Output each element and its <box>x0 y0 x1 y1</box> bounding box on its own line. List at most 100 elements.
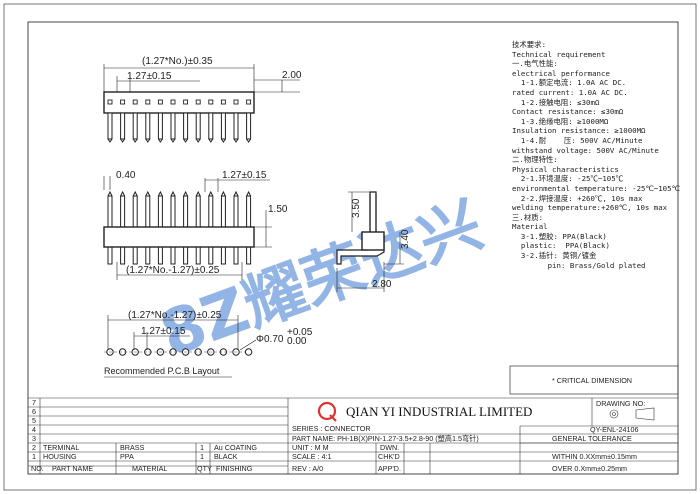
pcb-hole-label: Φ0.70 <box>256 334 284 345</box>
company-logo <box>317 401 337 422</box>
parts-cell-finish: BLACK <box>214 452 238 461</box>
tech-line: 2-1.环境温度: -25℃~105℃ <box>512 174 624 184</box>
parts-cell-part: TERMINAL <box>43 443 79 452</box>
title-block <box>28 397 678 474</box>
unit: UNIT : M M <box>292 443 329 452</box>
side-view-housing <box>361 231 385 251</box>
parts-cell-no: 6 <box>32 407 36 416</box>
front-span-label: (1.27*No.-1.27)±0.25 <box>126 265 220 276</box>
top-pin-square <box>157 99 163 105</box>
top-pin <box>195 112 201 140</box>
front-pin-tip <box>220 190 226 197</box>
top-pin-square <box>246 99 252 105</box>
parts-cell-no: 2 <box>32 443 36 452</box>
top-pin-tip <box>145 138 151 143</box>
front-view-housing <box>103 226 255 248</box>
top-pin-tip <box>195 138 201 143</box>
tech-line: Technical requirement <box>512 49 606 59</box>
tech-line: Contact resistance: ≤30mΩ <box>512 107 624 117</box>
front-pin-tip <box>107 190 113 197</box>
top-pin-tip <box>157 138 163 143</box>
top-width-label: (1.27*No.)±0.35 <box>142 56 213 67</box>
parts-cell-no: 5 <box>32 416 36 425</box>
front-pin-tip <box>233 190 239 197</box>
parts-cell-part: HOUSING <box>43 452 77 461</box>
pcb-span-label: (1.27*No.-1.27)±0.25 <box>128 310 222 321</box>
top-pin <box>233 112 239 140</box>
top-pin <box>107 112 113 140</box>
header-no: NO. <box>31 464 44 473</box>
header-qty: QTY <box>197 464 212 473</box>
top-pin <box>170 112 176 140</box>
tech-line: 三.材质: <box>512 212 544 222</box>
outer-frame <box>3 3 697 491</box>
front-body-label: 1.50 <box>268 204 288 215</box>
company-name: QIAN YI INDUSTRIAL LIMITED <box>346 404 532 419</box>
front-pin-tip <box>145 190 151 197</box>
top-pin-square <box>120 99 126 105</box>
front-pin-tip <box>246 190 252 197</box>
tech-line: 技术要求: <box>512 40 547 49</box>
parts-cell-no: 1 <box>32 452 36 461</box>
appd-label: APP'D. <box>378 464 401 473</box>
rev: REV : A/0 <box>292 464 323 473</box>
tolerance-within: WITHIN 0.XXmm±0.15mm <box>552 452 637 461</box>
pcb-pitch-label: 1.27±0.15 <box>141 326 186 337</box>
drawing-no: QY-ENL-24106 <box>590 425 638 434</box>
top-pin <box>183 112 189 140</box>
header-material: MATERIAL <box>132 464 167 473</box>
front-pin-tip <box>208 190 214 197</box>
front-pin-tip <box>157 190 163 197</box>
scale: SCALE : 4:1 <box>292 452 332 461</box>
tech-line: 1-1.额定电流: 1.0A AC DC. <box>512 78 627 88</box>
top-pin-square <box>145 99 151 105</box>
top-pin-square <box>132 99 138 105</box>
top-view: (1.27*No.)±0.35 1.27±0.15 2.00 <box>103 56 302 143</box>
pcb-hole <box>244 348 253 356</box>
top-pin <box>220 112 226 140</box>
side-upper-label: 3.50 <box>351 198 362 218</box>
part-name: PART NAME: PH-1B(X)PIN-1.27-3.5+2.8-90 (… <box>292 434 479 443</box>
critical-box <box>509 365 679 395</box>
top-pin-square <box>107 99 113 105</box>
front-pin-width-label: 0.40 <box>116 170 136 181</box>
tolerance-over: OVER 0.Xmm±0.25mm <box>552 464 627 473</box>
tech-line: plastic: PPA(Black) <box>512 241 610 251</box>
front-view: 0.40 1.27±0.15 1.50 (1.27*No.-1.27)±0.25 <box>103 170 288 280</box>
top-pitch-label: 1.27±0.15 <box>127 71 172 82</box>
tech-line: pin: Brass/Gold plated <box>512 260 646 270</box>
top-pin-tip <box>132 138 138 143</box>
front-pin-tip <box>120 190 126 197</box>
top-pin-tip <box>107 138 113 143</box>
front-pin-tip <box>170 190 176 197</box>
tech-line: Physical characteristics <box>512 164 619 174</box>
general-tolerance: GENERAL TOLERANCE <box>552 434 632 443</box>
side-lower-label: 3.40 <box>400 229 411 249</box>
pcb-tol-minus: 0.00 <box>287 336 307 347</box>
tech-line: 1-3.绝缘电阻: ≥1000MΩ <box>512 116 609 126</box>
top-pin <box>145 112 151 140</box>
side-view: 3.50 3.40 2.80 <box>336 191 411 292</box>
top-pin-tip <box>246 138 252 143</box>
front-view-pin-lines <box>107 190 252 197</box>
watermark: 8Z耀荣达兴 <box>151 187 492 371</box>
parts-cell-material: BRASS <box>120 443 145 452</box>
tech-line: 2-2.焊接温度: +260℃, 10s max <box>512 193 643 203</box>
top-pin <box>208 112 214 140</box>
top-pin <box>120 112 126 140</box>
parts-cell-qty: 1 <box>200 452 204 461</box>
header-part: PART NAME <box>52 464 93 473</box>
pcb-view: (1.27*No.-1.27)±0.25 1.27±0.15 Φ0.70 +0.… <box>104 310 313 378</box>
dwn-label: DWN. <box>380 443 399 452</box>
top-pin-tip <box>120 138 126 143</box>
front-pin-tip <box>132 190 138 197</box>
top-pin <box>157 112 163 140</box>
parts-cell-material: PPA <box>120 452 134 461</box>
series: SERIES : CONNECTOR <box>292 424 371 433</box>
inner-frame <box>27 21 679 475</box>
top-pin-square <box>233 99 239 105</box>
